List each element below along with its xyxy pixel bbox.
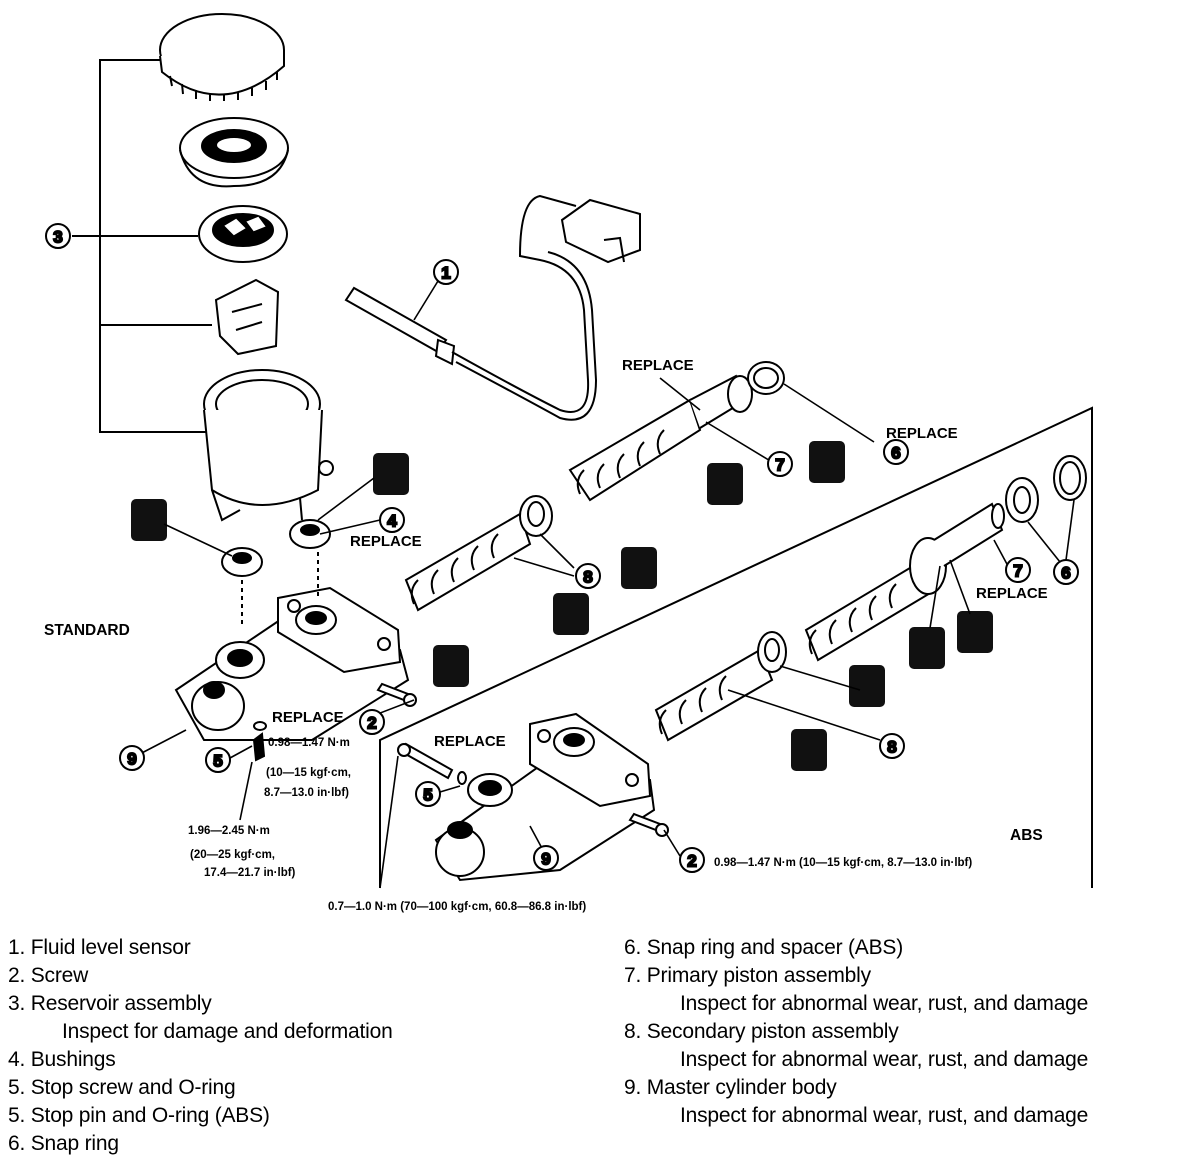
standard-secondary-piston — [404, 495, 553, 612]
callout-8-standard: 8 — [575, 563, 601, 589]
callout-4: 4 — [379, 507, 405, 533]
reservoir-cap — [159, 13, 285, 101]
legend-item-7: 7. Primary piston assembly — [624, 964, 871, 987]
abs-primary-piston — [804, 455, 1087, 662]
legend-item-2: 2. Screw — [8, 964, 89, 987]
legend-item-8: 8. Secondary piston assembly — [624, 1020, 899, 1043]
abs-label: ABS — [1010, 827, 1043, 844]
replace-label-snap-ring: REPLACE — [886, 425, 958, 442]
svg-text:9: 9 — [127, 750, 136, 769]
standard-cylinder-body — [174, 586, 410, 741]
svg-text:8: 8 — [887, 738, 896, 757]
reservoir-float — [214, 278, 280, 356]
torque-std-stop-line1: 1.96—2.45 N·m — [188, 825, 270, 837]
callout-9-standard: 9 — [119, 745, 145, 771]
abs-screw — [628, 812, 669, 837]
reservoir-filter — [179, 117, 289, 188]
replace-label-bushings: REPLACE — [350, 533, 422, 550]
abs-stop-pin — [397, 742, 467, 785]
replace-label-stop-pin: REPLACE — [434, 733, 506, 750]
legend-item-1: 1. Fluid level sensor — [8, 936, 191, 959]
svg-text:9: 9 — [541, 850, 550, 869]
callout-9-abs: 9 — [533, 845, 559, 871]
legend-item-3-note: Inspect for damage and deformation — [62, 1020, 393, 1043]
standard-label: STANDARD — [44, 622, 130, 639]
svg-text:7: 7 — [775, 456, 784, 475]
callout-6-abs: 6 — [1053, 559, 1079, 585]
legend-left: 1. Fluid level sensor 2. Screw 3. Reserv… — [8, 934, 393, 1158]
reservoir-diaphragm — [198, 205, 288, 263]
svg-text:7: 7 — [1013, 562, 1022, 581]
svg-text:1: 1 — [441, 264, 450, 283]
svg-text:4: 4 — [387, 512, 397, 531]
standard-primary-piston — [568, 361, 785, 502]
fluid-marks — [131, 441, 993, 771]
callout-7-abs: 7 — [1005, 557, 1031, 583]
legend-item-5-abs: 5. Stop pin and O-ring (ABS) — [8, 1104, 270, 1127]
torque-std-screw-line2: (10—15 kgf·cm, — [266, 767, 351, 779]
torque-std-stop-line2: (20—25 kgf·cm, — [190, 849, 275, 861]
legend-item-5: 5. Stop screw and O-ring — [8, 1076, 236, 1099]
reservoir-bracket — [72, 59, 212, 433]
callout-1: 1 — [433, 259, 459, 285]
svg-text:5: 5 — [423, 786, 432, 805]
legend-item-9: 9. Master cylinder body — [624, 1076, 837, 1099]
svg-text:3: 3 — [53, 228, 62, 247]
legend-item-3: 3. Reservoir assembly — [8, 992, 212, 1015]
exploded-diagram: 3 1 4 7 6 8 7 6 8 2 9 5 — [44, 13, 1093, 913]
svg-text:2: 2 — [687, 852, 696, 871]
legend-item-7-note: Inspect for abnormal wear, rust, and dam… — [680, 992, 1089, 1015]
callout-7-standard: 7 — [767, 451, 793, 477]
replace-label-abs-primary: REPLACE — [976, 585, 1048, 602]
torque-std-stop-line3: 17.4—21.7 in·lbf) — [204, 867, 296, 879]
callout-8-abs: 8 — [879, 733, 905, 759]
svg-text:8: 8 — [583, 568, 592, 587]
fluid-level-sensor — [344, 194, 641, 421]
callout-5-standard: 5 — [205, 747, 231, 773]
legend-item-6-abs: 6. Snap ring and spacer (ABS) — [624, 936, 904, 959]
callout-2-standard: 2 — [359, 709, 385, 735]
torque-std-screw-line3: 8.7—13.0 in·lbf) — [264, 787, 349, 799]
svg-text:6: 6 — [891, 444, 900, 463]
leader-lines — [135, 267, 1075, 889]
torque-abs-screw: 0.98—1.47 N·m (10—15 kgf·cm, 8.7—13.0 in… — [714, 857, 972, 869]
replace-label-stop-screw: REPLACE — [272, 709, 344, 726]
callout-3: 3 — [45, 223, 71, 249]
svg-text:5: 5 — [213, 752, 222, 771]
abs-cylinder-body — [434, 712, 656, 882]
reservoir-body — [203, 369, 334, 522]
svg-text:6: 6 — [1061, 564, 1070, 583]
callout-5-abs: 5 — [415, 781, 441, 807]
torque-std-screw-line1: 0.98—1.47 N·m — [268, 737, 350, 749]
torque-abs-pin: 0.7—1.0 N·m (70—100 kgf·cm, 60.8—86.8 in… — [328, 901, 586, 913]
replace-label-primary-seal: REPLACE — [622, 357, 694, 374]
legend-item-4: 4. Bushings — [8, 1048, 116, 1071]
legend-item-9-note: Inspect for abnormal wear, rust, and dam… — [680, 1104, 1089, 1127]
standard-bushings — [221, 519, 331, 628]
abs-section-border — [379, 406, 1093, 888]
abs-secondary-piston — [654, 631, 787, 742]
callout-6-standard: 6 — [883, 439, 909, 465]
standard-stop-screw — [252, 721, 267, 762]
svg-text:2: 2 — [367, 714, 376, 733]
callout-2-abs: 2 — [679, 847, 705, 873]
legend-right: 6. Snap ring and spacer (ABS) 7. Primary… — [624, 934, 1088, 1130]
legend-item-8-note: Inspect for abnormal wear, rust, and dam… — [680, 1048, 1089, 1071]
legend-item-6: 6. Snap ring — [8, 1132, 119, 1155]
